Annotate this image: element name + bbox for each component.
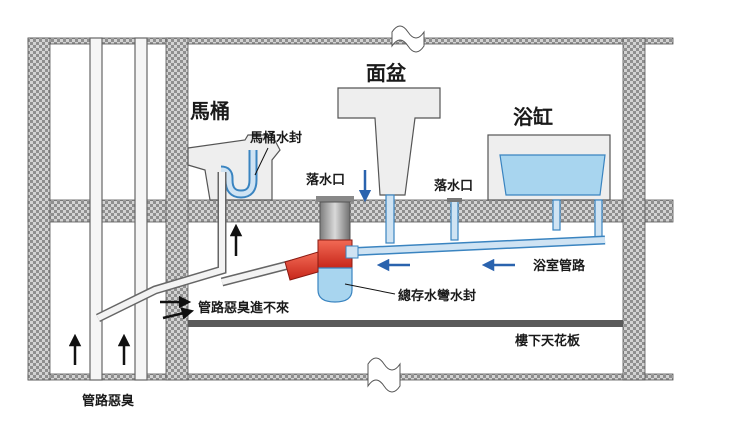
label-toilet-seal: 馬桶水封 [250,130,302,146]
building-structure [27,25,674,393]
roof-slab [27,37,674,45]
basin-body [337,87,441,196]
bathtub-drain-1 [552,199,561,231]
label-bathtub: 浴缸 [513,105,553,129]
floor-drain-2-pipe [450,199,459,241]
right-wall [622,37,646,381]
inner-column [165,37,189,381]
trap-cylinder [319,201,351,243]
bathtub-drain-2 [594,199,603,241]
label-toilet: 馬桶 [190,99,230,123]
flow-arrows [68,147,515,365]
main-trap [284,196,359,303]
stack-pipe-1 [89,37,103,381]
label-floor-drain-2: 落水口 [434,178,473,194]
floor-drain-1-grate [316,196,354,202]
toilet [187,134,281,201]
trap-inlet [345,245,359,259]
bathtub-water [499,154,606,196]
label-pipe-odor: 管路惡臭 [82,393,134,409]
leader-toilet-seal [254,147,269,176]
left-wall [27,37,51,381]
trap-water-seal [317,267,353,303]
break-mark-top [391,25,425,53]
trap-outlet [284,251,319,281]
toilet-trap-inner [220,150,256,197]
arrow-odor-2 [162,307,195,320]
bathroom-pipe [344,235,606,257]
label-odor-entering: 管路惡臭進不來 [198,300,290,316]
floor-drain-2-grate [447,198,462,202]
label-ceiling-below: 樓下天花板 [515,333,581,349]
label-bathroom-pipe: 浴室管路 [533,258,586,274]
leader-trap-seal [344,283,396,295]
label-floor-drain-1: 落水口 [306,172,345,188]
ground-slab [27,373,674,381]
basin [337,87,441,244]
labels: 馬桶 馬桶水封 面盆 浴缸 落水口 落水口 浴室管路 總存水彎水封 管路惡臭進不… [82,61,586,409]
stack-pipe-2 [134,37,148,381]
ceiling-board [188,320,623,327]
bathtub [487,134,611,241]
label-basin: 面盆 [366,61,407,85]
break-mark-bottom [367,357,401,393]
label-main-trap-seal: 總存水彎水封 [398,288,476,304]
basin-drain [385,194,395,244]
